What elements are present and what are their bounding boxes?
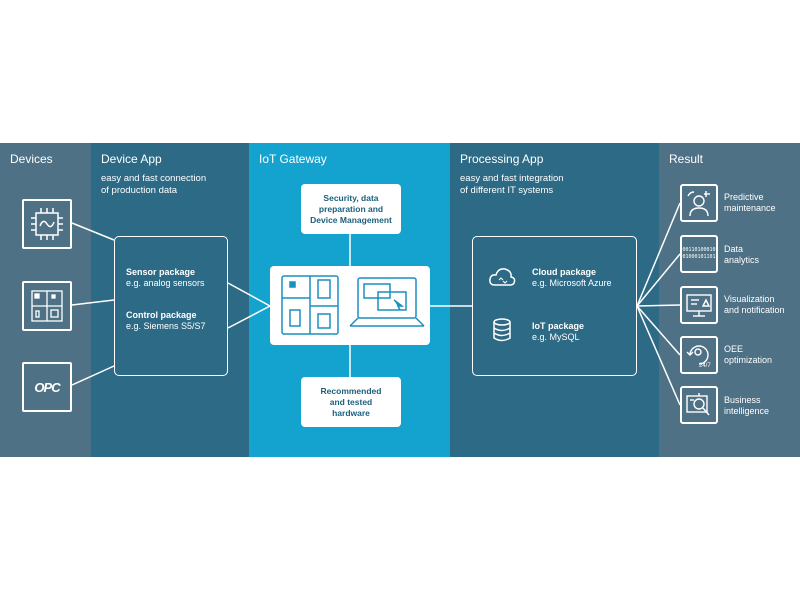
binary-line1: 00110100010: [682, 247, 716, 253]
processing-app-column: Processing App easy and fast integration…: [450, 143, 659, 457]
gateway-device-box: [270, 266, 430, 345]
result-predictive-line2: maintenance: [724, 203, 776, 213]
device-app-subtitle: easy and fast connection of production d…: [101, 173, 241, 197]
processing-app-subtitle-line1: easy and fast integration: [460, 173, 564, 184]
database-icon-graphic: [493, 318, 511, 342]
control-panel-graphic: [31, 290, 63, 322]
control-panel-icon: [22, 281, 72, 331]
result-analytics-line2: analytics: [724, 255, 760, 265]
hardware-box-line2: and tested: [329, 396, 373, 407]
opc-logo-icon: OPC: [22, 362, 72, 412]
binary-line2: 01000101101: [682, 254, 716, 260]
control-package-name: Control package: [126, 310, 197, 320]
clock-icon-graphic: 24/7: [686, 345, 711, 369]
cloud-package-example: e.g. Microsoft Azure: [532, 278, 612, 288]
iot-package: IoT package e.g. MySQL: [532, 321, 584, 343]
iot-gateway-title: IoT Gateway: [259, 152, 327, 166]
chip-icon: [22, 199, 72, 249]
processing-app-title: Processing App: [460, 152, 544, 166]
result-oee-line1: OEE: [724, 344, 744, 354]
result-visualization-line1: Visualization: [724, 294, 775, 304]
result-oee-label: OEE optimization: [724, 344, 800, 366]
binary-data-icon: 00110100010 01000101101: [680, 235, 718, 273]
gateway-hardware-icon: [281, 275, 425, 335]
laptop-icon: [349, 277, 425, 327]
result-bi-label: Business intelligence: [724, 395, 800, 417]
security-box-line1: Security, data: [323, 192, 379, 203]
cloud-icon-graphic: [489, 268, 516, 286]
monitor-icon-graphic: [686, 294, 712, 317]
cloud-package-name: Cloud package: [532, 267, 597, 277]
opc-logo-text: OPC: [34, 379, 60, 395]
cloud-icon: [488, 266, 516, 293]
device-app-title: Device App: [101, 152, 162, 166]
clock-24-7-icon: 24/7: [680, 336, 718, 374]
monitor-icon: [680, 286, 718, 324]
result-title: Result: [669, 152, 704, 166]
device-app-subtitle-line1: easy and fast connection: [101, 173, 207, 184]
result-visualization-label: Visualization and notification: [724, 294, 800, 316]
security-box-line2: preparation and: [318, 203, 384, 214]
result-oee-line2: optimization: [724, 355, 773, 365]
devices-title: Devices: [10, 152, 53, 166]
device-app-subtitle-line2: of production data: [101, 185, 178, 196]
result-predictive-line1: Predictive: [724, 192, 764, 202]
result-column: Result: [659, 143, 800, 457]
result-visualization-line2: and notification: [724, 305, 785, 315]
cloud-package: Cloud package e.g. Microsoft Azure: [532, 267, 612, 289]
processing-package-box: [472, 236, 637, 376]
database-icon: [492, 318, 512, 347]
iot-package-name: IoT package: [532, 321, 585, 331]
processing-app-subtitle: easy and fast integration of different I…: [460, 173, 600, 197]
worker-icon: [680, 184, 718, 222]
control-package-example: e.g. Siemens S5/S7: [126, 321, 206, 331]
hardware-box: Recommended and tested hardware: [301, 377, 401, 427]
security-box: Security, data preparation and Device Ma…: [301, 184, 401, 234]
sensor-package-example: e.g. analog sensors: [126, 278, 205, 288]
badge-24-7: 24/7: [699, 363, 711, 369]
result-analytics-label: Data analytics: [724, 244, 800, 266]
worker-icon-graphic: [687, 191, 710, 217]
hardware-box-line1: Recommended: [320, 385, 382, 396]
result-analytics-line1: Data: [724, 244, 744, 254]
sensor-package: Sensor package e.g. analog sensors: [126, 267, 205, 289]
iot-package-example: e.g. MySQL: [532, 332, 580, 342]
hardware-box-line3: hardware: [332, 407, 370, 418]
bi-search-icon: [680, 386, 718, 424]
control-package: Control package e.g. Siemens S5/S7: [126, 310, 206, 332]
result-predictive-label: Predictive maintenance: [724, 192, 800, 214]
result-bi-line2: intelligence: [724, 406, 770, 416]
sensor-package-name: Sensor package: [126, 267, 196, 277]
binary-data-text: 00110100010 01000101101: [682, 247, 715, 261]
device-app-column: Device App easy and fast connection of p…: [91, 143, 249, 457]
bi-search-graphic: [686, 393, 710, 416]
processing-app-subtitle-line2: of different IT systems: [460, 185, 554, 196]
security-box-line3: Device Management: [310, 214, 392, 225]
result-bi-line1: Business: [724, 395, 761, 405]
device-app-package-box: [114, 236, 228, 376]
chip-icon-graphic: [31, 208, 63, 240]
